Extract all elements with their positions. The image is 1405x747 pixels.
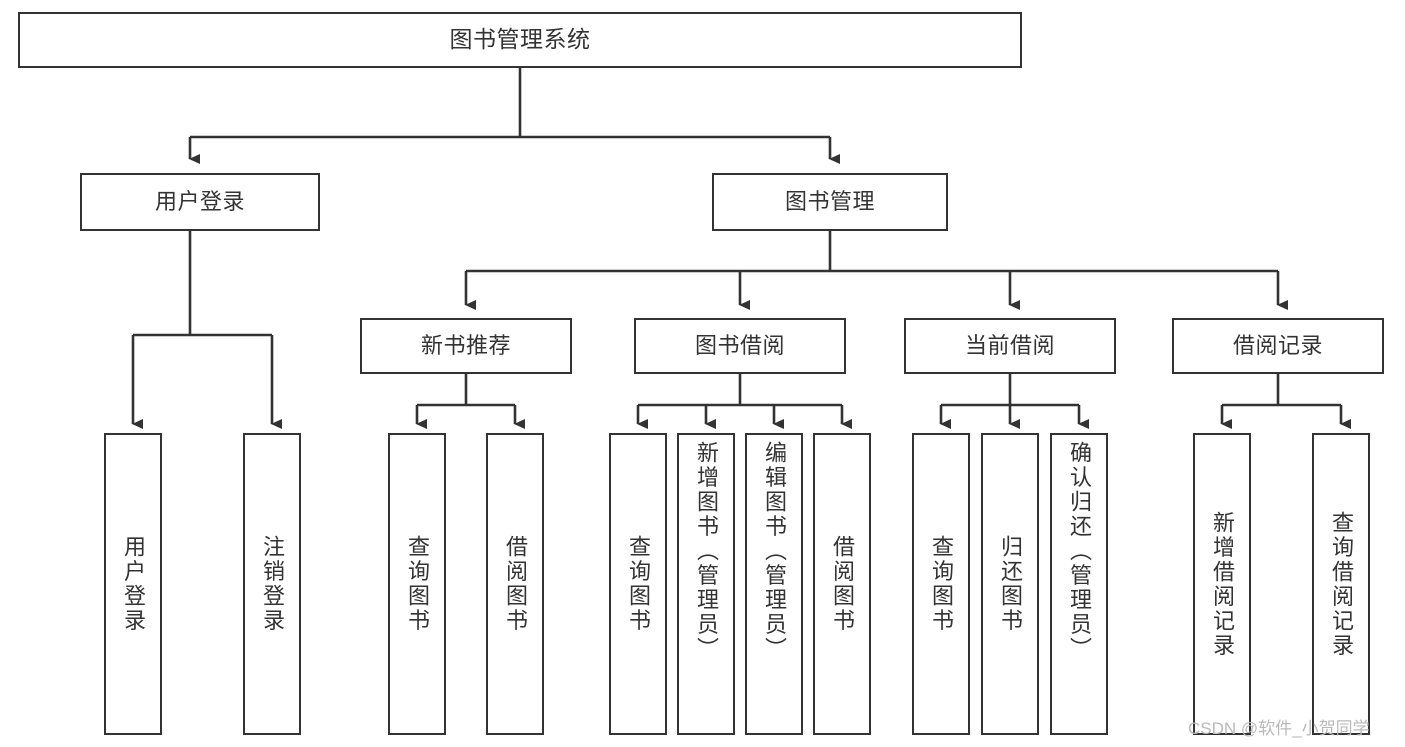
node-label: 查询图书 (929, 535, 954, 633)
node-book-borrowing[interactable]: 图书借阅 (634, 318, 846, 374)
leaf-edit-book-admin[interactable]: 编辑图书（管理员） (745, 433, 803, 735)
node-label: 图书管理 (784, 189, 875, 215)
node-label: 注销登录 (260, 535, 285, 633)
node-current-borrowing[interactable]: 当前借阅 (904, 318, 1116, 374)
node-label: 图书借阅 (694, 333, 785, 359)
leaf-query-borrowing-record[interactable]: 查询借阅记录 (1312, 433, 1370, 735)
node-label: 编辑图书（管理员） (762, 441, 787, 662)
node-label: 新增图书（管理员） (694, 441, 719, 662)
leaf-add-book-admin[interactable]: 新增图书（管理员） (677, 433, 735, 735)
node-label: 查询借阅记录 (1329, 510, 1354, 658)
leaf-borrow-book-borrowing[interactable]: 借阅图书 (813, 433, 871, 735)
node-label: 归还图书 (998, 535, 1023, 633)
leaf-query-book-current[interactable]: 查询图书 (912, 433, 970, 735)
leaf-return-book[interactable]: 归还图书 (981, 433, 1039, 735)
watermark-text: CSDN @软件_小贺同学 (1188, 719, 1370, 738)
leaf-user-login[interactable]: 用户登录 (104, 433, 162, 735)
leaf-query-book-borrowing[interactable]: 查询图书 (609, 433, 667, 735)
node-borrowing-record[interactable]: 借阅记录 (1172, 318, 1384, 374)
node-label: 用户登录 (154, 189, 245, 215)
node-label: 借阅记录 (1232, 333, 1323, 359)
node-label: 查询图书 (405, 535, 430, 633)
node-label: 借阅图书 (503, 535, 528, 633)
node-label: 新书推荐 (420, 333, 511, 359)
node-label: 新增借阅记录 (1210, 510, 1235, 658)
leaf-logout[interactable]: 注销登录 (243, 433, 301, 735)
node-label: 图书管理系统 (449, 26, 591, 53)
node-label: 借阅图书 (830, 535, 855, 633)
node-label: 当前借阅 (964, 333, 1055, 359)
node-label: 查询图书 (626, 535, 651, 633)
node-book-management[interactable]: 图书管理 (712, 173, 948, 231)
node-new-book-recommendation[interactable]: 新书推荐 (360, 318, 572, 374)
node-label: 确认归还（管理员） (1067, 441, 1092, 662)
node-user-login[interactable]: 用户登录 (80, 173, 320, 231)
leaf-confirm-return-admin[interactable]: 确认归还（管理员） (1050, 433, 1108, 735)
leaf-borrow-book-recommendation[interactable]: 借阅图书 (486, 433, 544, 735)
leaf-add-borrowing-record[interactable]: 新增借阅记录 (1193, 433, 1251, 735)
leaf-query-book-recommendation[interactable]: 查询图书 (388, 433, 446, 735)
node-label: 用户登录 (121, 535, 146, 633)
node-book-management-system[interactable]: 图书管理系统 (18, 12, 1022, 68)
